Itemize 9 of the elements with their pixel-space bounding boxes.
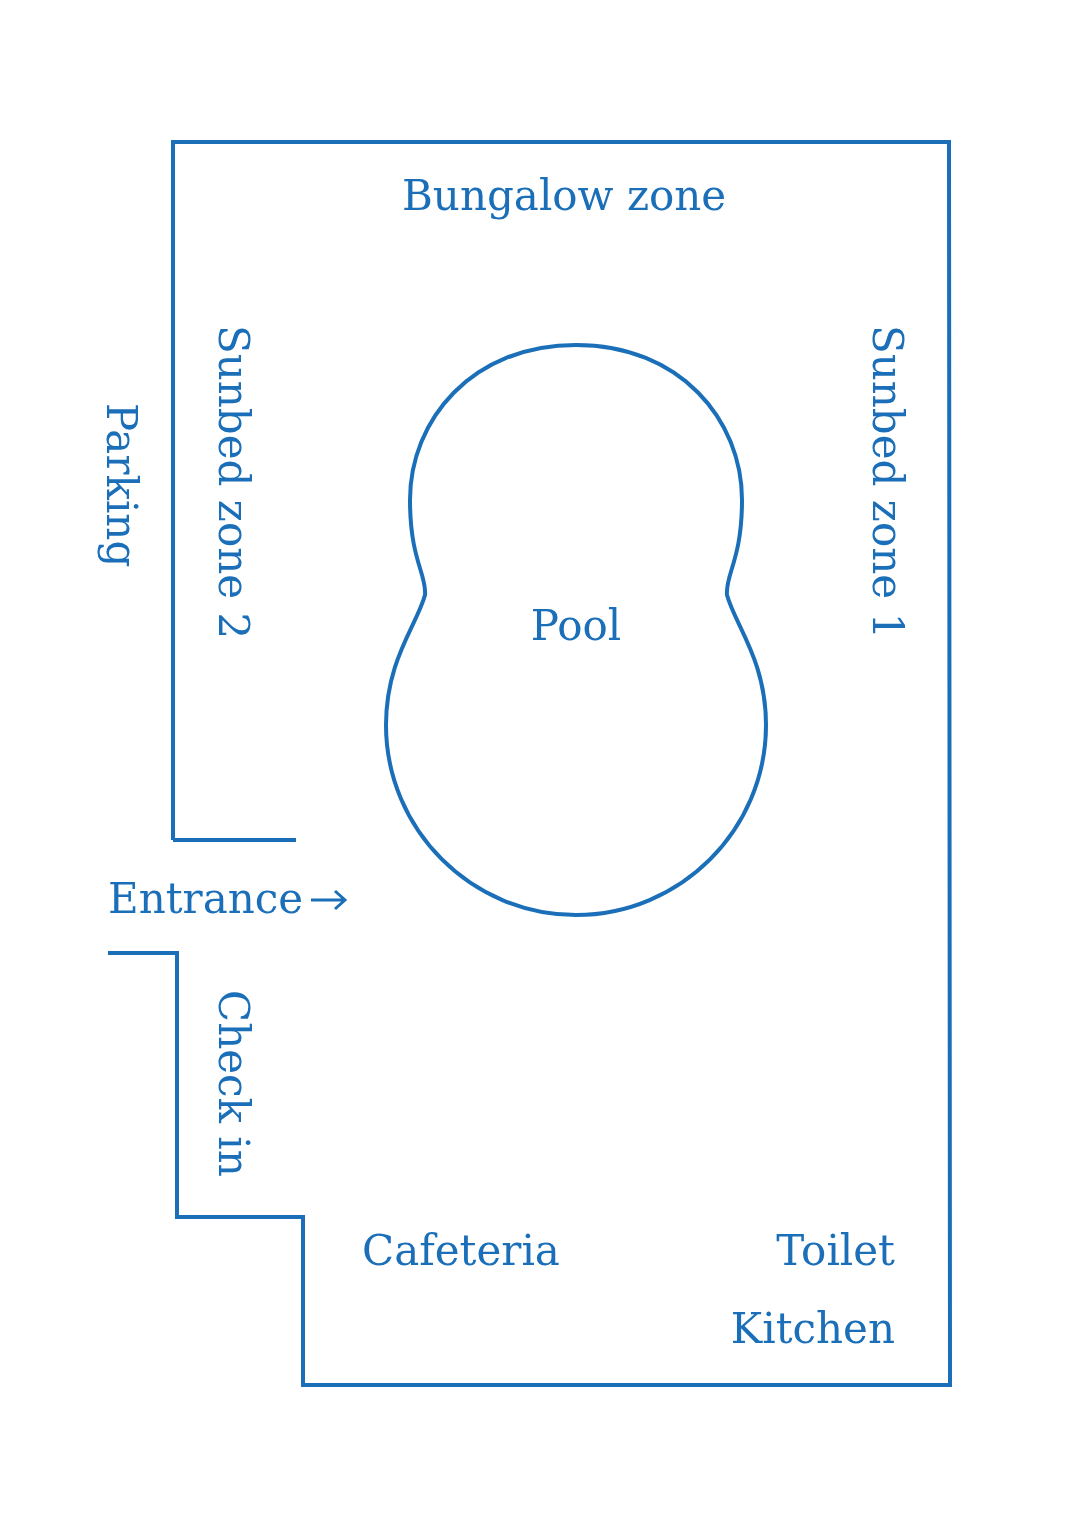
pool-shape: [384, 343, 768, 917]
area-label: Sunbed zone 2: [212, 325, 254, 640]
area-label: Sunbed zone 1: [866, 325, 908, 640]
area-label: Kitchen: [730, 1308, 895, 1350]
area-label: Check in: [212, 990, 254, 1177]
area-label: Toilet: [776, 1230, 895, 1272]
area-label: Pool: [530, 605, 622, 647]
area-label: Entrance: [108, 878, 304, 920]
area-label: Cafeteria: [362, 1230, 560, 1272]
